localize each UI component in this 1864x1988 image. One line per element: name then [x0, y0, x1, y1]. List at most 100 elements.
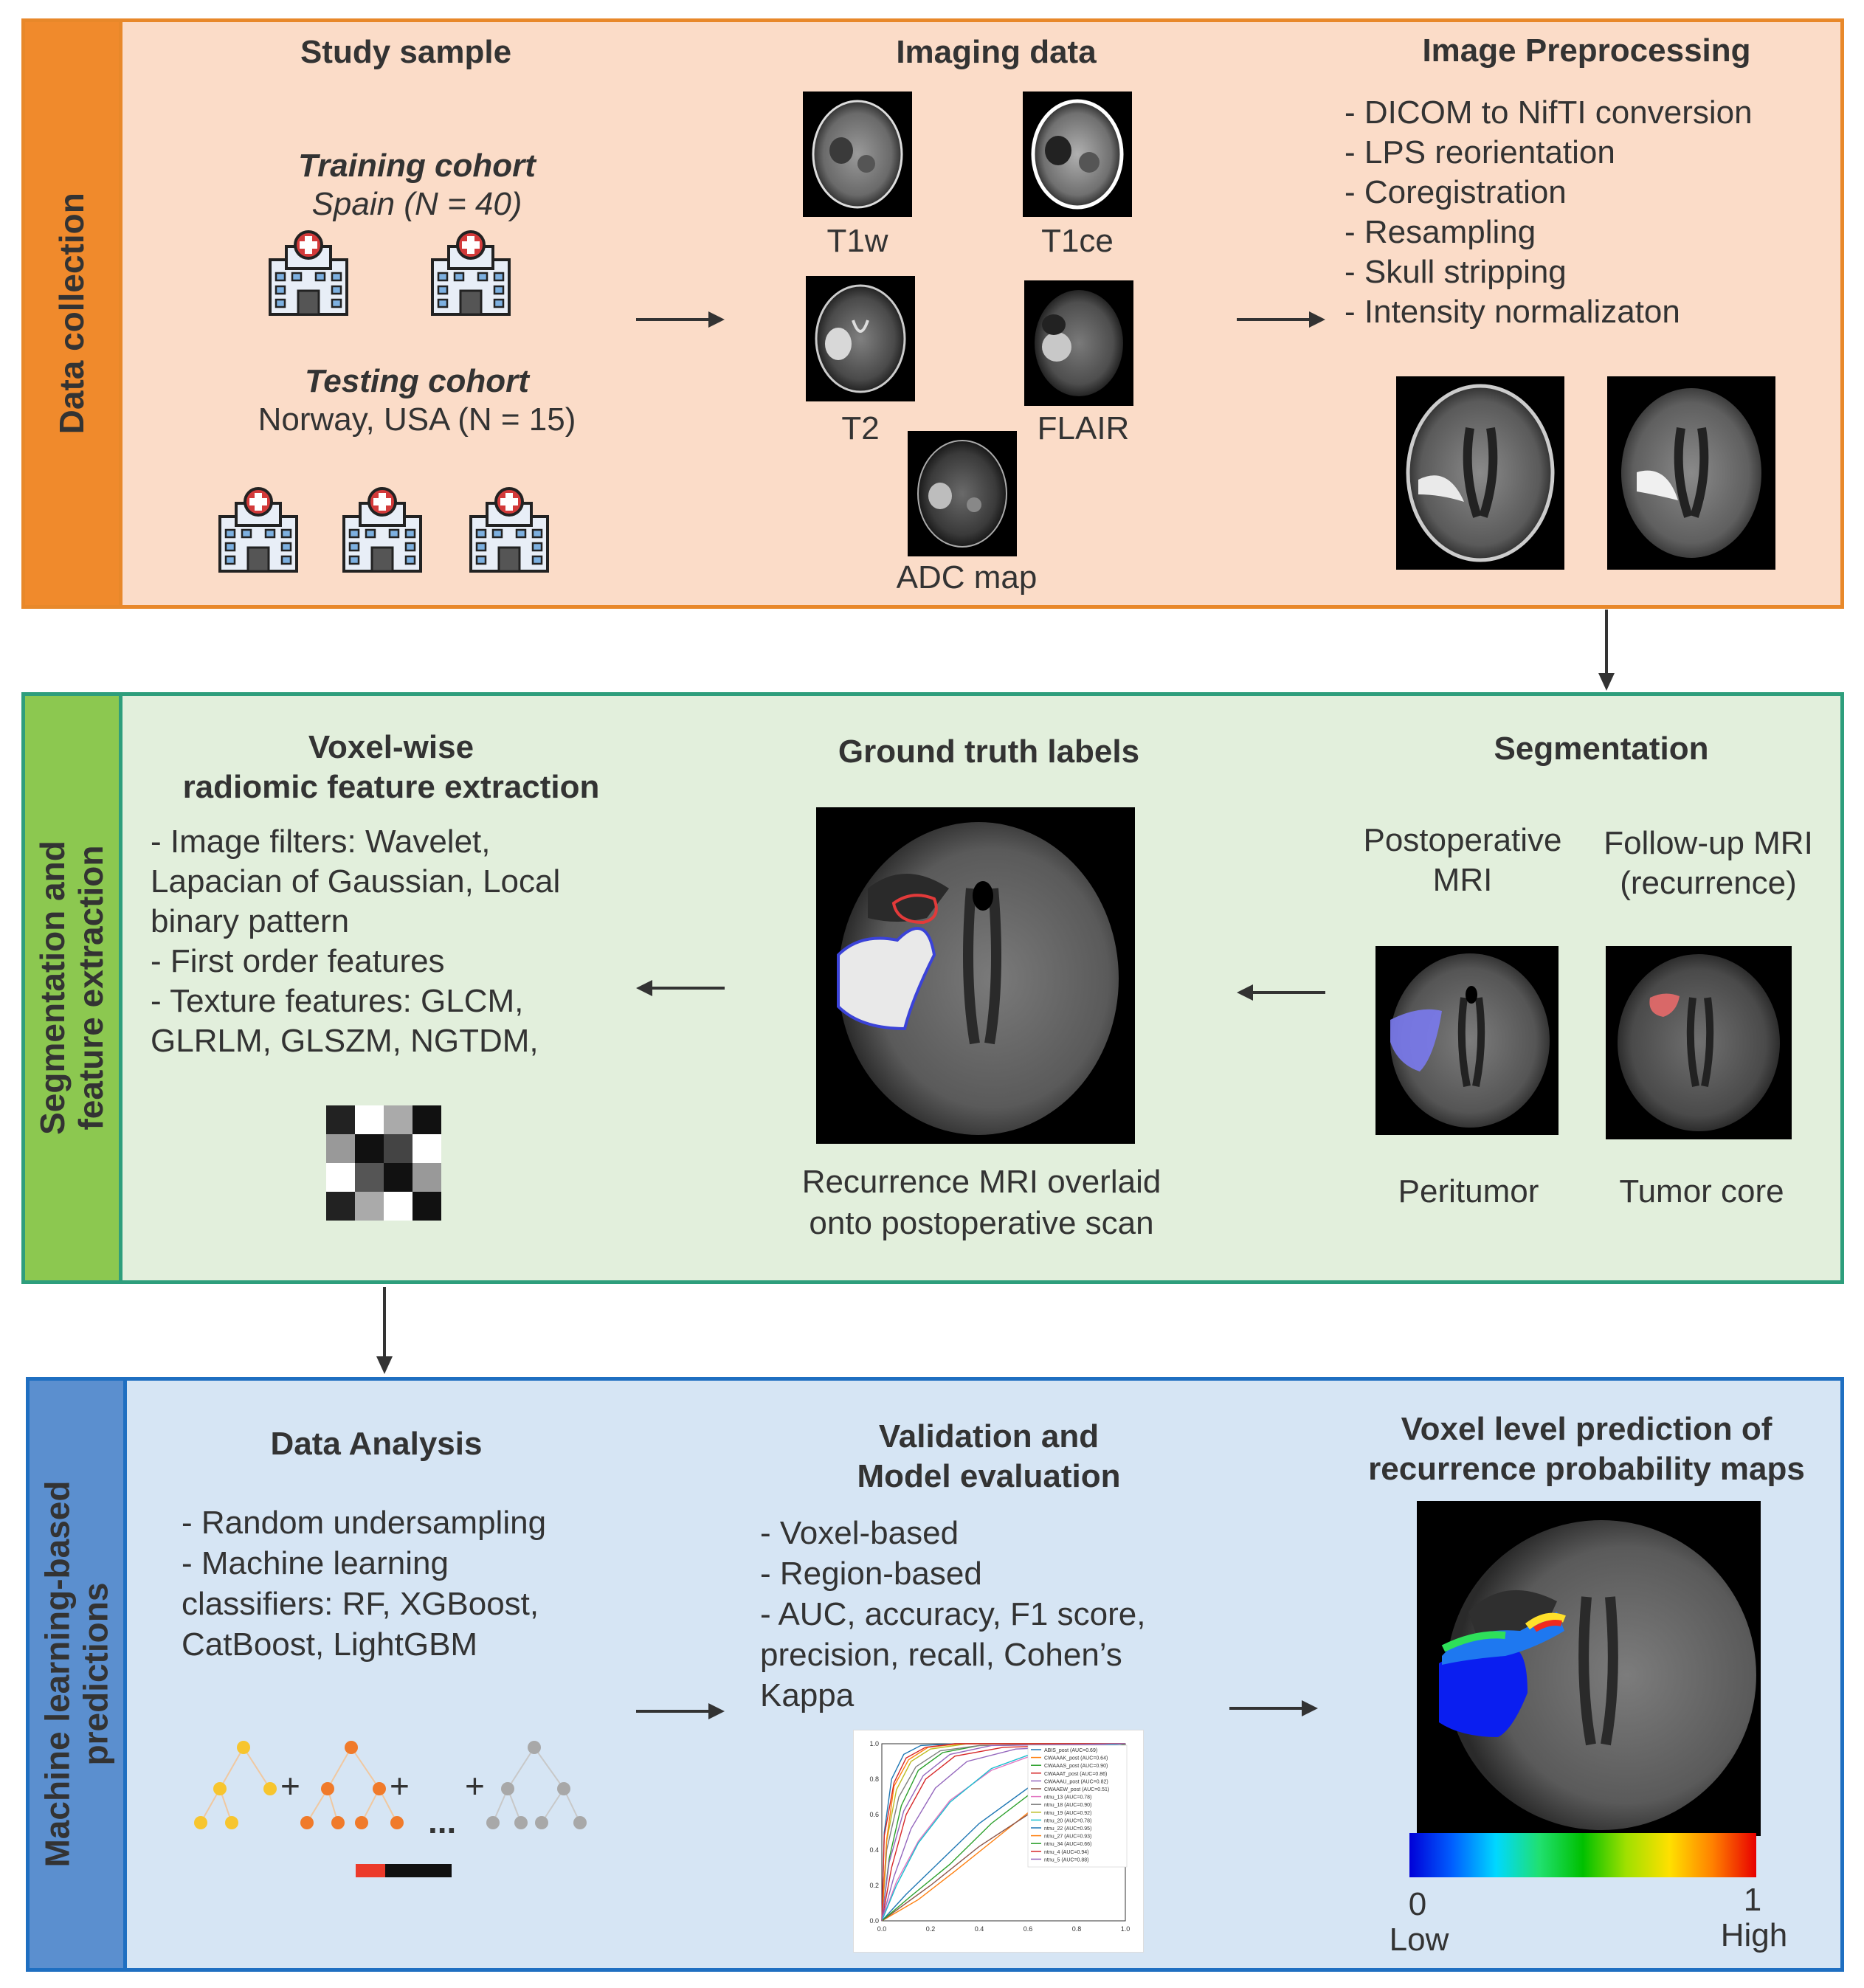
arrow-down-icon [1598, 610, 1615, 691]
ml-label: Machine learning-based predictions [37, 1480, 114, 1868]
y-tick-label: 0.6 [869, 1811, 879, 1818]
imaging-data-heading: Imaging data [896, 34, 1097, 70]
arrow-right-icon [636, 311, 725, 328]
mri-thumbnail-t1ce [1023, 92, 1132, 217]
legend-entry: ntnu_13 (AUC=0.78) [1044, 1795, 1091, 1801]
postop-mri-label: Postoperative MRI [1363, 822, 1562, 898]
peritumor-mri [1375, 946, 1558, 1135]
hospital-icon [342, 487, 422, 573]
arrow-left-icon [1237, 984, 1325, 1001]
list-item: - Skull stripping [1345, 254, 1567, 290]
ground-truth-mri [816, 807, 1135, 1144]
ellipsis: ... [428, 1802, 457, 1840]
hospital-icon [431, 230, 511, 316]
label-flair: FLAIR [1037, 410, 1130, 446]
validation-description: - Voxel-based - Region-based - AUC, accu… [760, 1515, 1146, 1713]
legend-entry: CWAAEW_post (AUC=0.51) [1044, 1787, 1109, 1792]
tumor-core-mri [1606, 946, 1792, 1139]
voxel-heading: Voxel-wise radiomic feature extraction [182, 729, 600, 805]
tumor-core-label: Tumor core [1619, 1173, 1784, 1209]
label-t1w: T1w [826, 223, 888, 259]
prediction-mri [1417, 1501, 1761, 1836]
legend-entry: ntnu_34 (AUC=0.66) [1044, 1842, 1091, 1847]
label-t2: T2 [841, 410, 880, 446]
roc-series-line [881, 1743, 1126, 1922]
label-adc-map: ADC map [896, 559, 1038, 596]
y-tick-label: 0.0 [869, 1917, 879, 1925]
data-analysis-description: - Random undersampling - Machine learnin… [182, 1505, 547, 1663]
legend-entry: ntnu_20 (AUC=0.78) [1044, 1818, 1091, 1823]
ground-truth-heading: Ground truth labels [838, 734, 1140, 770]
mri-thumbnail-t2 [806, 276, 915, 401]
voxel-description: - Image filters: Wavelet, Lapacian of Ga… [151, 824, 561, 1059]
legend-entry: CWAAAK_post (AUC=0.64) [1044, 1756, 1108, 1761]
legend-entry: ntnu_5 (AUC=0.88) [1044, 1857, 1089, 1863]
hospital-icon [218, 487, 298, 573]
x-tick-label: 0.0 [877, 1925, 887, 1933]
legend-entry: ntnu_22 (AUC=0.95) [1044, 1826, 1091, 1832]
plus-sign: + [280, 1767, 300, 1805]
preprocessing-heading: Image Preprocessing [1422, 32, 1751, 69]
x-tick-label: 1.0 [1121, 1925, 1131, 1933]
roc-series-line [881, 1743, 1126, 1922]
arrow-right-icon [1229, 1700, 1318, 1716]
y-tick-label: 1.0 [869, 1740, 879, 1747]
hospital-icon [469, 487, 549, 573]
mri-thumbnail-adc [908, 431, 1017, 556]
chart-legend [1027, 1744, 1128, 1868]
validation-heading: Validation and Model evaluation [857, 1418, 1121, 1494]
segmentation-sidebar: Segmentation and feature extraction [25, 696, 122, 1280]
legend-entry: ntnu_18 (AUC=0.90) [1044, 1803, 1091, 1808]
plus-sign: + [390, 1767, 410, 1805]
x-tick-label: 0.4 [975, 1925, 984, 1933]
y-tick-label: 0.2 [869, 1882, 879, 1889]
arrow-left-icon [636, 980, 725, 996]
colorbar-low-label: Low [1389, 1922, 1449, 1958]
mri-thumbnail-flair [1024, 280, 1133, 406]
list-item: - DICOM to NifTI conversion [1345, 94, 1753, 131]
x-tick-label: 0.8 [1072, 1925, 1082, 1933]
followup-mri-label: Follow-up MRI (recurrence) [1604, 825, 1813, 901]
data-analysis-heading: Data Analysis [270, 1426, 483, 1462]
legend-entry: ntnu_4 (AUC=0.94) [1044, 1850, 1089, 1855]
ground-truth-caption: Recurrence MRI overlaid onto postoperati… [801, 1164, 1161, 1241]
training-cohort-subtitle: Spain (N = 40) [311, 186, 522, 222]
x-tick-label: 0.6 [1024, 1925, 1033, 1933]
legend-entry: ntnu_27 (AUC=0.93) [1044, 1835, 1091, 1840]
preprocessing-steps: - DICOM to NifTI conversion - LPS reorie… [1345, 93, 1832, 332]
testing-cohort-subtitle: Norway, USA (N = 15) [258, 401, 576, 438]
ml-sidebar: Machine learning-based predictions [30, 1381, 127, 1968]
segmentation-heading: Segmentation [1494, 731, 1709, 767]
texture-matrix-icon [326, 1105, 441, 1221]
peritumor-label: Peritumor [1398, 1173, 1539, 1209]
data-collection-label: Data collection [52, 193, 91, 435]
data-collection-sidebar: Data collection [25, 22, 122, 605]
testing-cohort-title: Testing cohort [305, 363, 529, 399]
label-t1ce: T1ce [1041, 223, 1114, 259]
y-tick-label: 0.4 [869, 1846, 879, 1854]
legend-entry: ABIS_post (AUC=0.69) [1044, 1748, 1097, 1753]
prediction-heading: Voxel level prediction of recurrence pro… [1368, 1411, 1805, 1487]
colorbar-max-label: 1 [1743, 1882, 1762, 1918]
list-item: - Intensity normalizaton [1345, 294, 1680, 330]
mri-thumbnail-t1w [803, 92, 912, 217]
arrow-down-icon [376, 1287, 393, 1374]
ensemble-trees-icon [194, 1741, 587, 1877]
plus-sign: + [465, 1767, 485, 1805]
x-tick-label: 0.2 [926, 1925, 936, 1933]
legend-entry: CWAAAS_post (AUC=0.90) [1044, 1764, 1108, 1769]
list-item: - Coregistration [1345, 174, 1567, 210]
colorbar-min-label: 0 [1408, 1886, 1427, 1922]
segmentation-label: Segmentation and feature extraction [32, 841, 110, 1136]
preprocessed-mri-2 [1607, 376, 1775, 570]
preprocessed-mri-1 [1396, 376, 1564, 570]
list-item: - LPS reorientation [1345, 134, 1615, 170]
roc-series-line [881, 1743, 1126, 1922]
y-tick-label: 0.8 [869, 1775, 879, 1783]
list-item: - Resampling [1345, 214, 1536, 250]
training-cohort-title: Training cohort [298, 148, 536, 184]
legend-entry: CWAAAU_post (AUC=0.82) [1044, 1779, 1108, 1784]
arrow-right-icon [1237, 311, 1325, 328]
arrow-right-icon [636, 1703, 725, 1719]
